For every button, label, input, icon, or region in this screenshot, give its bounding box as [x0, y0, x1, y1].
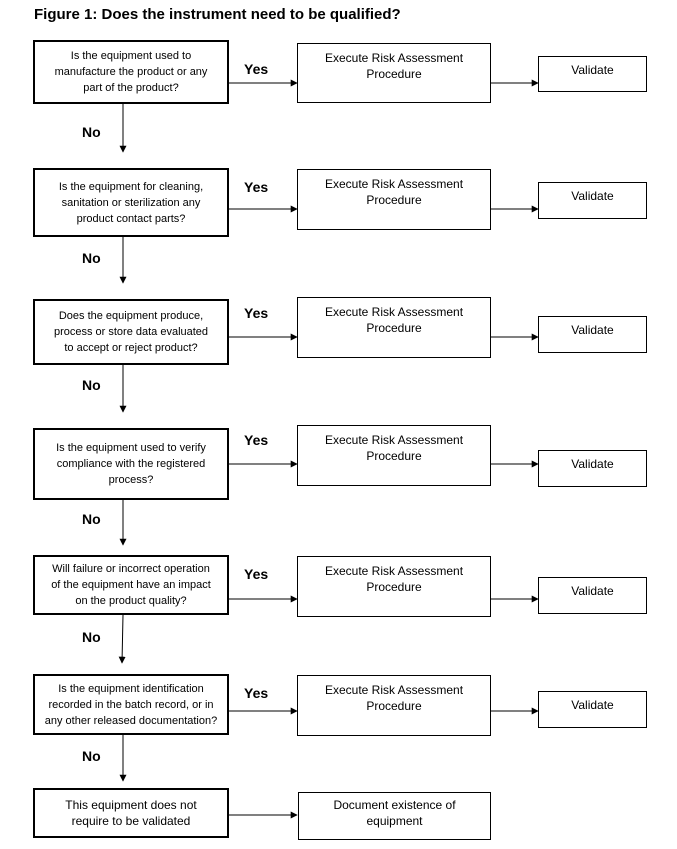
validate-box-1: Validate — [538, 56, 647, 92]
no-label-4: No — [82, 511, 101, 527]
risk-assessment-box-2: Execute Risk Assessment Procedure — [297, 169, 491, 230]
question-box-6: Is the equipment identification recorded… — [33, 674, 229, 735]
yes-label-5: Yes — [244, 566, 269, 582]
validate-box-3: Validate — [538, 316, 647, 353]
document-existence-box: Document existence of equipment — [298, 792, 491, 840]
validate-box-5: Validate — [538, 577, 647, 614]
yes-label-6: Yes — [244, 685, 269, 701]
arrow-no-5 — [118, 614, 126, 664]
question-box-2: Is the equipment for cleaning, sanitatio… — [33, 168, 229, 237]
yes-label-1: Yes — [244, 61, 269, 77]
question-box-3: Does the equipment produce, process or s… — [33, 299, 229, 365]
validate-box-2: Validate — [538, 182, 647, 219]
risk-assessment-box-4: Execute Risk Assessment Procedure — [297, 425, 491, 486]
no-label-1: No — [82, 124, 101, 140]
yes-label-2: Yes — [244, 179, 269, 195]
no-label-5: No — [82, 629, 101, 645]
final-statement-box: This equipment does not require to be va… — [33, 788, 229, 838]
risk-assessment-box-6: Execute Risk Assessment Procedure — [297, 675, 491, 736]
question-box-1: Is the equipment used to manufacture the… — [33, 40, 229, 104]
validate-box-4: Validate — [538, 450, 647, 487]
risk-assessment-box-3: Execute Risk Assessment Procedure — [297, 297, 491, 358]
yes-label-3: Yes — [244, 305, 269, 321]
no-label-6: No — [82, 748, 101, 764]
risk-assessment-box-5: Execute Risk Assessment Procedure — [297, 556, 491, 617]
no-label-3: No — [82, 377, 101, 393]
question-box-5: Will failure or incorrect operation of t… — [33, 555, 229, 615]
figure-title: Figure 1: Does the instrument need to be… — [34, 6, 401, 23]
question-box-4: Is the equipment used to verify complian… — [33, 428, 229, 500]
validate-box-6: Validate — [538, 691, 647, 728]
risk-assessment-box-1: Execute Risk Assessment Procedure — [297, 43, 491, 103]
yes-label-4: Yes — [244, 432, 269, 448]
no-label-2: No — [82, 250, 101, 266]
